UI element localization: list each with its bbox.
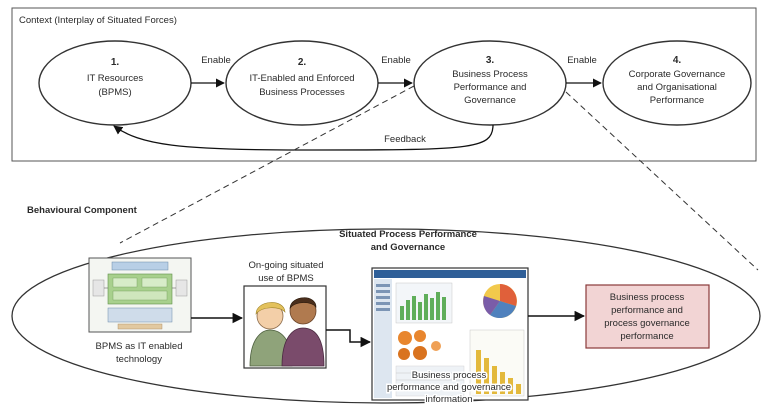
- use-caption-line-2: use of BPMS: [258, 273, 313, 284]
- node-2-line-2: Business Processes: [259, 87, 345, 98]
- node-3-number: 3.: [486, 55, 495, 66]
- outcome-line-4: performance: [620, 331, 673, 342]
- zoom-line-left: [119, 85, 415, 244]
- enable-label-1: Enable: [201, 55, 231, 66]
- node-1-line-1: IT Resources: [87, 73, 144, 84]
- node-4-line-2: and Organisational: [637, 82, 717, 93]
- node-4-ellipse: [602, 40, 752, 126]
- node-1-line-2: (BPMS): [98, 87, 131, 98]
- enable-label-2: Enable: [381, 55, 411, 66]
- feedback-arrow: [113, 124, 494, 151]
- outcome-box: [585, 284, 710, 349]
- info-caption-line-1: Business process: [412, 370, 487, 381]
- ellipse-title-line-2: and Governance: [371, 242, 445, 253]
- node-2-number: 2.: [298, 57, 307, 68]
- bpms-caption-line-1: BPMS as IT enabled: [96, 341, 183, 352]
- info-caption-line-2: performance and governance: [387, 382, 511, 393]
- context-frame: [11, 7, 757, 162]
- flow-arrow-use-to-info: [326, 329, 372, 348]
- node-3-line-1: Business Process: [452, 69, 528, 80]
- behavioural-title: Behavioural Component: [27, 205, 138, 216]
- node-3-line-2: Performance and: [454, 82, 527, 93]
- node-2-line-1: IT-Enabled and Enforced: [249, 73, 354, 84]
- node-3-line-3: Governance: [464, 95, 516, 106]
- bpms-caption-line-2: technology: [116, 354, 162, 365]
- info-caption-line-3: information: [426, 394, 473, 405]
- node-4-line-3: Performance: [650, 95, 704, 106]
- node-1-number: 1.: [111, 57, 120, 68]
- outcome-line-3: process governance: [604, 318, 690, 329]
- users-illustration: [243, 285, 327, 369]
- enable-label-3: Enable: [567, 55, 597, 66]
- dashboard-screenshot: [371, 267, 529, 401]
- node-4-number: 4.: [673, 55, 682, 66]
- outcome-line-1: Business process: [610, 292, 685, 303]
- behavioural-ellipse: [11, 228, 761, 404]
- ellipse-title-line-1: Situated Process Performance: [339, 229, 477, 240]
- bpms-architecture-thumbnail: [88, 257, 192, 333]
- context-title: Context (Interplay of Situated Forces): [19, 15, 177, 26]
- use-caption-line-1: On-going situated: [249, 260, 324, 271]
- node-4-line-1: Corporate Governance: [629, 69, 726, 80]
- zoom-line-right: [565, 91, 759, 271]
- feedback-label: Feedback: [384, 134, 426, 145]
- outcome-line-2: performance and: [611, 305, 683, 316]
